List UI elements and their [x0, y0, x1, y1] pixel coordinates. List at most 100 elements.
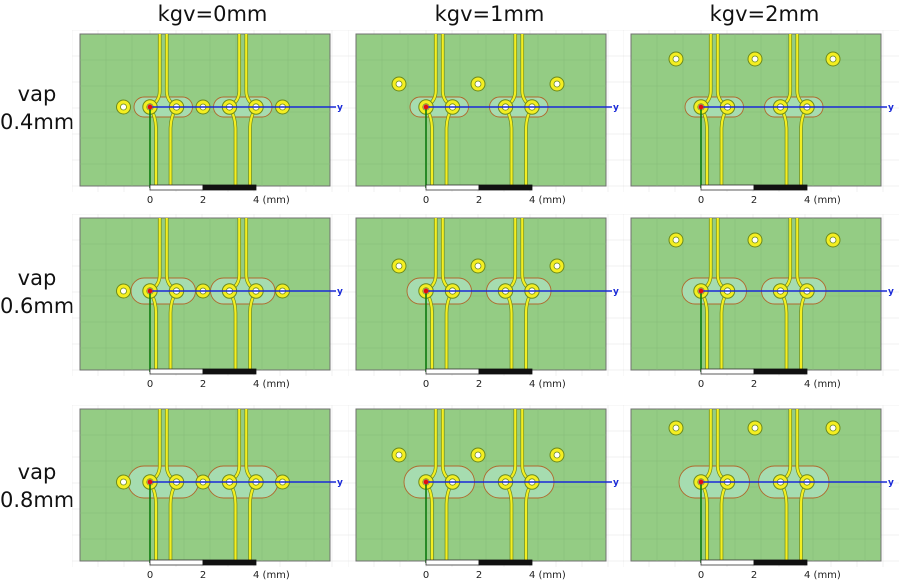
ground-via-2-drill: [751, 424, 759, 432]
tick-label: 2: [476, 570, 482, 581]
panel-r2-c1: y 0 2 4 (mm): [72, 214, 348, 396]
ground-via-2-drill: [751, 55, 759, 63]
tick-label: 4 (mm): [804, 379, 841, 390]
panel-svg: y 0 2 4 (mm): [72, 30, 348, 206]
y-axis-label: y: [613, 103, 619, 113]
ground-via-3-drill: [829, 424, 837, 432]
row-label-value: 0.4mm: [0, 110, 75, 134]
scale-bar-white: [149, 184, 204, 191]
panel-r3-c2: y 0 2 4 (mm): [348, 405, 624, 587]
tick-label: 4 (mm): [804, 195, 841, 206]
tick-label: 2: [200, 379, 206, 390]
origin-marker: [423, 479, 429, 485]
scale-bar-white: [700, 184, 755, 191]
scale-bar-white: [149, 559, 204, 566]
panel-svg: y 0 2 4 (mm): [348, 405, 624, 581]
row-label-vap-04: vap 0.4mm: [0, 80, 74, 136]
pcb-board: [355, 217, 607, 371]
row-label-vap-08: vap 0.8mm: [0, 458, 74, 514]
y-axis-label: y: [613, 287, 619, 297]
panel-svg: y 0 2 4 (mm): [72, 405, 348, 581]
ground-via-2-drill: [474, 262, 482, 270]
tick-label: 4 (mm): [529, 195, 566, 206]
tick-label: 0: [423, 570, 429, 581]
ground-via-1-drill: [672, 236, 680, 244]
panel-svg: y 0 2 4 (mm): [72, 214, 348, 390]
tick-label: 4 (mm): [529, 379, 566, 390]
tick-label: 2: [751, 570, 757, 581]
ground-via-2-drill: [474, 451, 482, 459]
tick-label: 4 (mm): [253, 570, 290, 581]
row-label-name: vap: [17, 266, 57, 290]
scale-bar-black: [478, 368, 533, 375]
tick-label: 0: [147, 570, 153, 581]
tick-label: 4 (mm): [253, 195, 290, 206]
origin-marker: [698, 288, 704, 294]
tick-label: 0: [147, 379, 153, 390]
ground-via-1-drill: [395, 451, 403, 459]
origin-marker: [423, 288, 429, 294]
scale-bar-black: [753, 368, 808, 375]
tick-label: 4 (mm): [804, 570, 841, 581]
tick-label: 2: [200, 570, 206, 581]
ground-via-2-drill: [751, 236, 759, 244]
y-axis-label: y: [888, 478, 894, 488]
tick-label: 0: [698, 379, 704, 390]
y-axis-label: y: [613, 478, 619, 488]
y-axis-label: y: [888, 103, 894, 113]
tick-label: 0: [147, 195, 153, 206]
scale-bar-black: [753, 559, 808, 566]
panel-r1-c1: y 0 2 4 (mm): [72, 30, 348, 212]
tick-label: 0: [698, 570, 704, 581]
scale-bar-white: [425, 184, 480, 191]
ground-via-1-drill: [120, 478, 127, 486]
scale-bar-black: [478, 559, 533, 566]
y-axis-label: y: [337, 478, 343, 488]
tick-label: 2: [476, 195, 482, 206]
scale-bar-white: [425, 368, 480, 375]
panel-r3-c1: y 0 2 4 (mm): [72, 405, 348, 587]
y-axis-label: y: [337, 287, 343, 297]
column-title-kgv-2: kgv=2mm: [709, 2, 820, 26]
origin-marker: [147, 288, 153, 294]
origin-marker: [698, 479, 704, 485]
ground-via-1-drill: [672, 424, 680, 432]
tick-label: 2: [751, 379, 757, 390]
y-axis-label: y: [337, 103, 343, 113]
ground-via-2-drill: [474, 80, 482, 88]
tick-label: 4 (mm): [253, 379, 290, 390]
origin-marker: [147, 104, 153, 110]
tick-label: 2: [200, 195, 206, 206]
pcb-board: [355, 33, 607, 187]
row-label-vap-06: vap 0.6mm: [0, 264, 74, 320]
ground-via-3-drill: [553, 80, 561, 88]
panel-r3-c3: y 0 2 4 (mm): [623, 405, 899, 587]
tick-label: 2: [751, 195, 757, 206]
row-label-name: vap: [17, 82, 57, 106]
scale-bar-black: [753, 184, 808, 191]
ground-via-1-drill: [672, 55, 680, 63]
trace-group: [699, 34, 809, 186]
tick-label: 2: [476, 379, 482, 390]
panel-svg: y 0 2 4 (mm): [623, 405, 899, 581]
tick-label: 4 (mm): [529, 570, 566, 581]
scale-bar-white: [149, 368, 204, 375]
row-label-value: 0.6mm: [0, 294, 75, 318]
ground-via-3-drill: [829, 55, 837, 63]
scale-bar-black: [202, 368, 257, 375]
ground-via-3-drill: [553, 262, 561, 270]
pcb-board: [355, 408, 607, 562]
row-label-name: vap: [17, 460, 57, 484]
trace-group: [699, 218, 809, 370]
ground-via-3-drill: [829, 236, 837, 244]
ground-via-1-drill: [395, 80, 403, 88]
origin-marker: [423, 104, 429, 110]
origin-marker: [698, 104, 704, 110]
